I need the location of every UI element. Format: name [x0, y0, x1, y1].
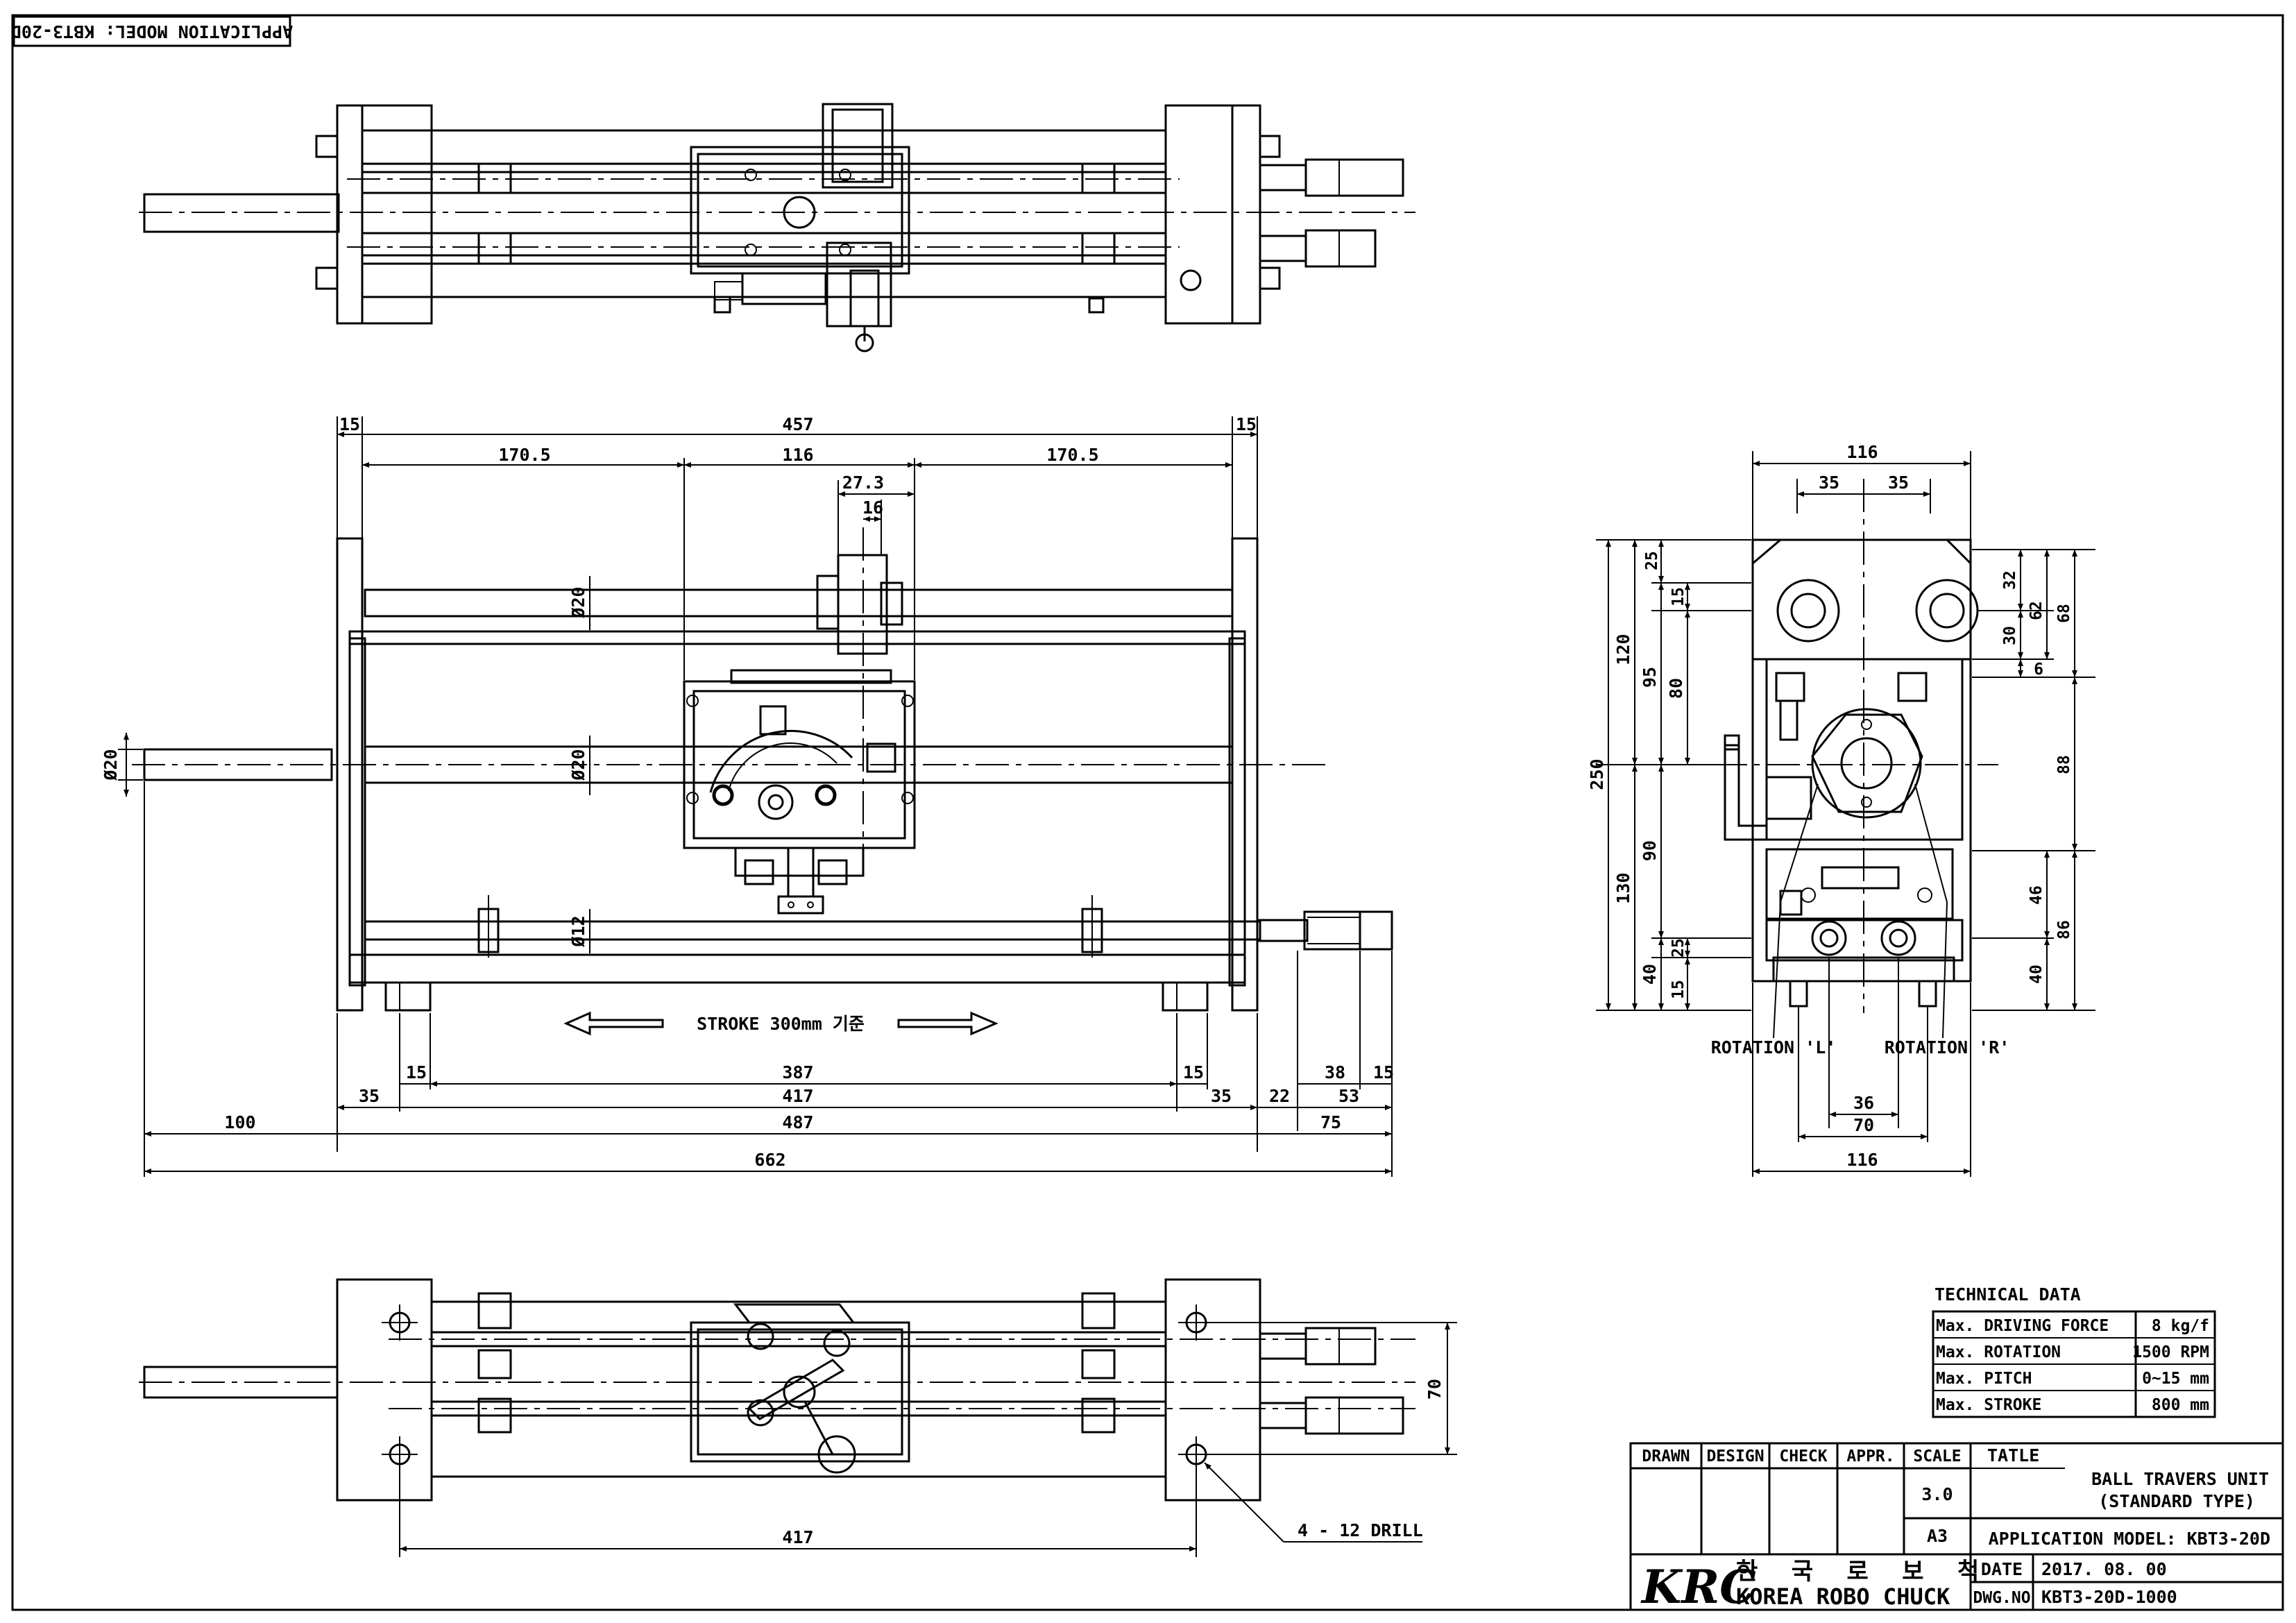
- dim-d22: 22: [1269, 1086, 1290, 1106]
- model-tag-text: APPLICATION MODEL: KBT3-20D: [11, 22, 293, 42]
- dim-dia-upper: Ø20: [568, 586, 588, 618]
- front-view-dimensions: 15 457 15 170.5 116 170.5 27.3 16 Ø20 Ø2…: [101, 414, 1394, 1177]
- dim-seg-right: 170.5: [1046, 445, 1098, 465]
- tb-header-design: DESIGN: [1706, 1447, 1764, 1465]
- tb-header-appr: APPR.: [1846, 1447, 1894, 1465]
- dim-end-15: 15: [1373, 1062, 1394, 1082]
- side-dim-15-top: 15: [1669, 587, 1687, 606]
- side-dim-95: 95: [1640, 667, 1660, 688]
- tb-dwg-label: DWG.NO: [1973, 1589, 2030, 1607]
- technical-data-title: TECHNICAL DATA: [1934, 1284, 2081, 1305]
- tb-title-label: TATLE: [1987, 1445, 2039, 1465]
- tech-row-3-value: 0~15 mm: [2142, 1370, 2209, 1388]
- tech-row-1-value: 8 kg/f: [2152, 1317, 2209, 1335]
- bottom-dim-417: 417: [782, 1527, 813, 1547]
- side-dim-6: 6: [2034, 661, 2043, 679]
- company-english-name: KOREA ROBO CHUCK: [1736, 1583, 1950, 1610]
- technical-data-table: TECHNICAL DATA Max. DRIVING FORCE 8 kg/f…: [1932, 1284, 2216, 1418]
- dim-dia-lower: Ø12: [568, 915, 588, 947]
- dim-d53: 53: [1338, 1086, 1359, 1106]
- bottom-dim-70: 70: [1425, 1379, 1445, 1400]
- side-dim-80: 80: [1666, 678, 1686, 699]
- tb-scale-value: 3.0: [1921, 1484, 1953, 1504]
- side-dim-70: 70: [1853, 1115, 1874, 1135]
- side-dim-40-right: 40: [2027, 965, 2046, 984]
- dim-overall-top: 457: [782, 414, 813, 434]
- rotation-left-label: ROTATION 'L': [1711, 1037, 1837, 1057]
- front-view: STROKE 300mm 기준: [132, 527, 1393, 1036]
- tb-date-value: 2017. 08. 00: [2041, 1559, 2167, 1579]
- side-dim-40-left: 40: [1640, 964, 1660, 985]
- tb-header-check: CHECK: [1779, 1447, 1827, 1465]
- dim-knob-offset: 27.3: [842, 473, 884, 493]
- dim-foot-right-15: 15: [1183, 1062, 1204, 1082]
- side-view: ROTATION 'L' ROTATION 'R': [1711, 479, 2010, 1057]
- side-dim-90: 90: [1640, 840, 1660, 861]
- dim-left-flange: 15: [339, 414, 360, 434]
- dim-span-387: 387: [782, 1062, 813, 1082]
- side-dim-32: 32: [2001, 570, 2019, 590]
- tb-header-scale: SCALE: [1913, 1447, 1961, 1465]
- tb-header-drawn: DRAWN: [1642, 1447, 1690, 1465]
- side-dim-15-bot: 15: [1669, 980, 1687, 999]
- dim-overall-662: 662: [754, 1150, 785, 1170]
- side-dim-130: 130: [1613, 872, 1633, 903]
- tb-paper-size: A3: [1927, 1526, 1948, 1546]
- side-dim-25-bot: 25: [1669, 938, 1687, 958]
- title-block: DRAWN DESIGN CHECK APPR. SCALE 3.0 A3 TA…: [1629, 1442, 2284, 1614]
- dim-dia-shaft: Ø20: [101, 749, 121, 781]
- drill-note: 4 - 12 DRILL: [1298, 1520, 1423, 1540]
- side-dim-62: 62: [2027, 601, 2046, 620]
- dim-knob-width: 16: [862, 498, 883, 518]
- side-dim-36: 36: [1853, 1093, 1874, 1113]
- dim-seg-left: 170.5: [498, 445, 550, 465]
- side-dim-bottom-116: 116: [1846, 1150, 1878, 1170]
- dim-d35-right: 35: [1211, 1086, 1232, 1106]
- dim-d38: 38: [1325, 1062, 1345, 1082]
- dim-end-75: 75: [1320, 1112, 1341, 1132]
- stroke-label: STROKE 300mm 기준: [697, 1014, 865, 1034]
- sheet-border: [11, 14, 2284, 1611]
- tech-row-4-label: Max. STROKE: [1936, 1396, 2041, 1414]
- tb-date-label: DATE: [1981, 1559, 2023, 1579]
- side-dim-35-left: 35: [1819, 473, 1839, 493]
- side-dim-88: 88: [2055, 755, 2073, 774]
- tb-product-line1: BALL TRAVERS UNIT: [2091, 1469, 2269, 1489]
- company-logo: KRC: [1640, 1560, 1756, 1614]
- tech-row-2-label: Max. ROTATION: [1936, 1343, 2061, 1361]
- dim-body-487: 487: [782, 1112, 813, 1132]
- model-tag: APPLICATION MODEL: KBT3-20D: [11, 15, 293, 47]
- side-dim-250: 250: [1587, 758, 1607, 790]
- dim-span-417: 417: [782, 1086, 813, 1106]
- side-dim-86: 86: [2055, 920, 2073, 940]
- side-dim-25-top: 25: [1643, 551, 1661, 570]
- dim-seg-mid: 116: [782, 445, 813, 465]
- dim-right-flange: 15: [1236, 414, 1257, 434]
- tech-row-4-value: 800 mm: [2152, 1396, 2209, 1414]
- tb-application-model: APPLICATION MODEL: KBT3-20D: [1989, 1529, 2270, 1549]
- bottom-view: [139, 1278, 1415, 1502]
- dim-d35-left: 35: [359, 1086, 380, 1106]
- tb-product-line2: (STANDARD TYPE): [2098, 1491, 2255, 1511]
- company-korean-name: 한 국 로 보 척: [1736, 1558, 1989, 1586]
- rotation-right-label: ROTATION 'R': [1885, 1037, 2010, 1057]
- tb-dwg-value: KBT3-20D-1000: [2041, 1587, 2177, 1607]
- side-dim-30: 30: [2001, 626, 2019, 645]
- tech-row-1-label: Max. DRIVING FORCE: [1936, 1317, 2109, 1335]
- tech-row-3-label: Max. PITCH: [1936, 1370, 2032, 1388]
- tech-row-2-value: 1500 RPM: [2132, 1343, 2209, 1361]
- dim-foot-left-15: 15: [406, 1062, 427, 1082]
- top-view: [139, 103, 1415, 352]
- side-view-dimensions: 116 35 35 250 120 130 25 95 90 40 15 80 …: [1587, 442, 2095, 1177]
- dim-dia-main: Ø20: [568, 749, 588, 781]
- dim-shaft-100: 100: [224, 1112, 255, 1132]
- side-dim-46: 46: [2027, 885, 2046, 905]
- bottom-view-dimensions: 70 417 4 - 12 DRILL: [399, 1322, 1457, 1557]
- side-dim-68: 68: [2055, 604, 2073, 623]
- side-dim-35-right: 35: [1888, 473, 1909, 493]
- side-dim-top-116: 116: [1846, 442, 1878, 462]
- side-dim-120: 120: [1613, 634, 1633, 665]
